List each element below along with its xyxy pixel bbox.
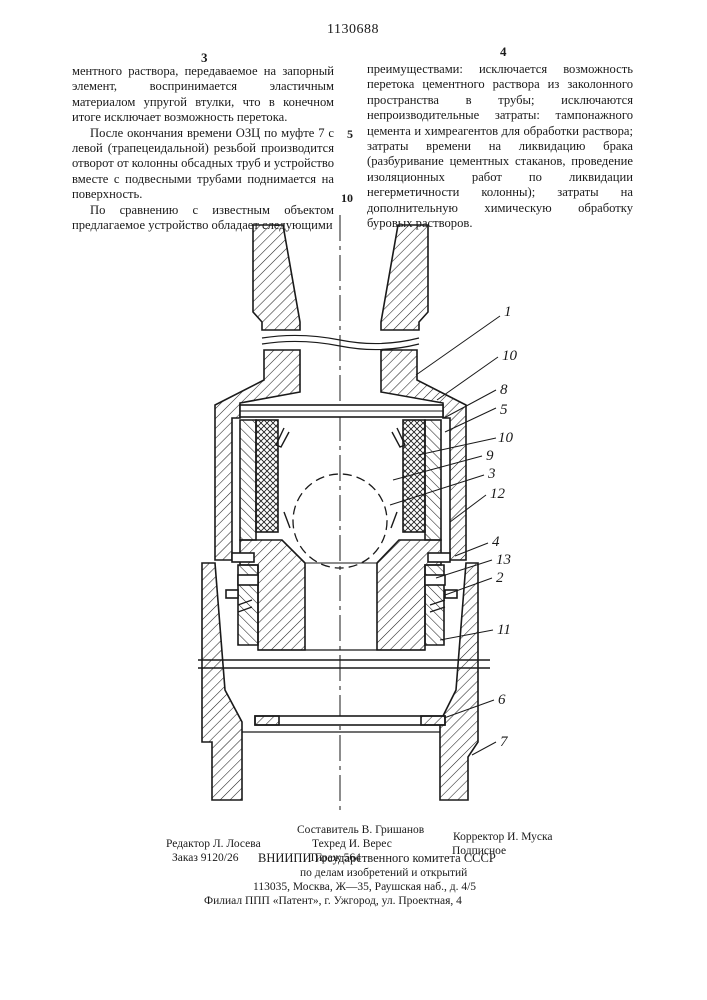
footer-order: Заказ 9120/26 — [172, 852, 239, 865]
callout-label: 4 — [492, 534, 500, 550]
callout-label: 10 — [502, 348, 518, 364]
footer-branch: Филиал ППП «Патент», г. Ужгород, ул. Про… — [204, 895, 462, 908]
footer-address: 113035, Москва, Ж—35, Раушская наб., д. … — [253, 881, 476, 894]
callout-label: 9 — [486, 448, 494, 464]
callout-label: 8 — [500, 382, 508, 398]
callout-label: 11 — [497, 622, 511, 638]
footer-compiler: Составитель В. Гришанов — [297, 824, 424, 837]
callout-label: 3 — [487, 466, 496, 482]
callout-label: 7 — [500, 734, 509, 750]
footer-editor: Редактор Л. Лосева — [166, 838, 261, 851]
callout-label: 5 — [500, 402, 508, 418]
funnel-left-wall — [253, 225, 300, 330]
footer-tech-editor: Техред И. Верес — [312, 838, 392, 851]
funnel-right-wall — [381, 225, 428, 330]
callout-label: 6 — [498, 692, 506, 708]
callout-label: 2 — [496, 570, 504, 586]
footer-org-line2: по делам изобретений и открытий — [300, 867, 467, 880]
callout-label: 10 — [498, 430, 514, 446]
callout-label: 12 — [490, 486, 506, 502]
elastic-sleeve-left — [256, 420, 278, 532]
footer-corrector: Корректор И. Муска — [453, 831, 553, 844]
callout-label: 13 — [496, 552, 511, 568]
callout-label: 1 — [504, 304, 512, 320]
footer-org-line1: ВНИИПИ Государственного комитета СССР — [258, 852, 496, 865]
